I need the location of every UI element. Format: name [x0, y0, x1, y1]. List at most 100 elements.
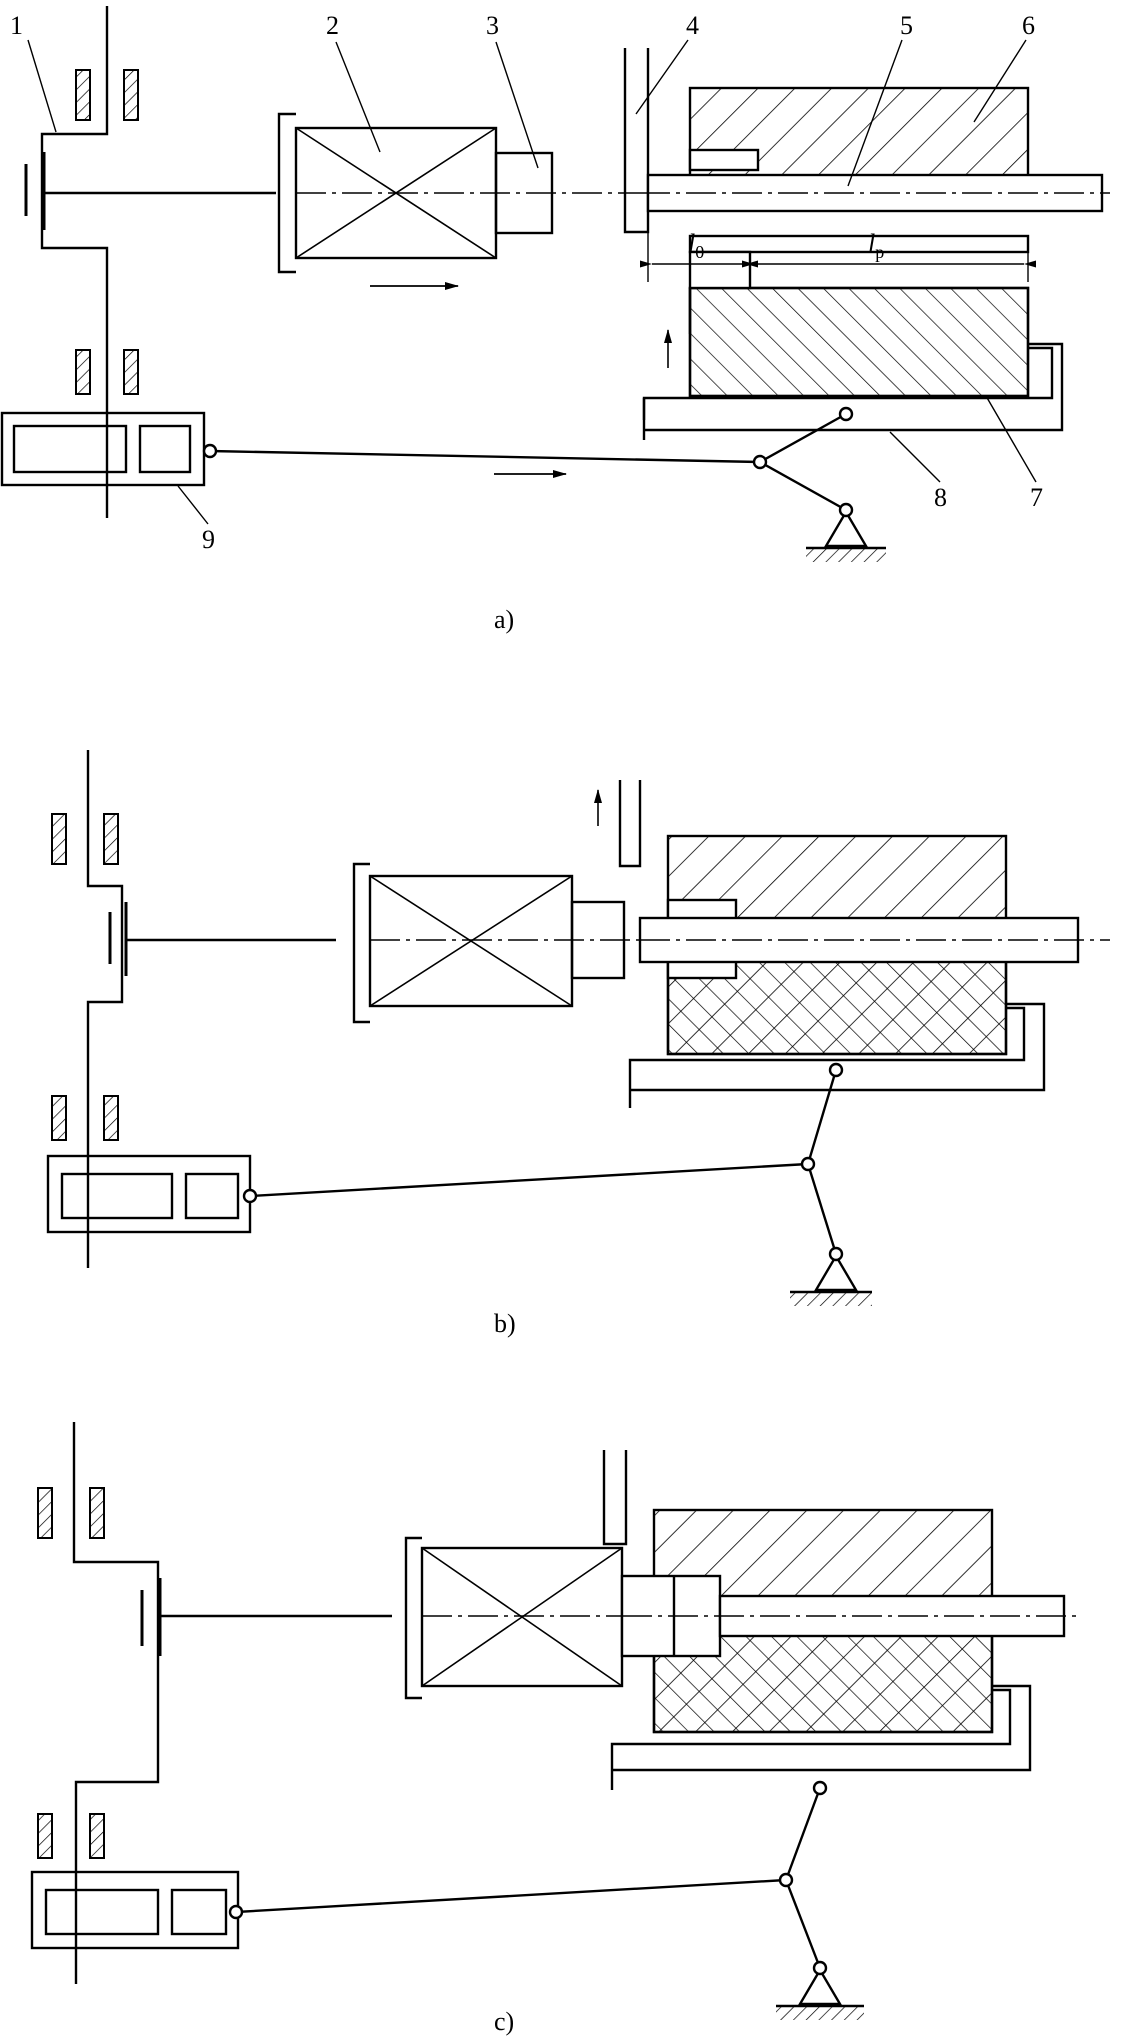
cam-shaft	[40, 6, 109, 518]
lower-bearing-right	[123, 349, 139, 395]
pin-lever	[778, 1872, 794, 1888]
dim-l0-symbol: l	[688, 229, 695, 258]
extrusion-chamber	[688, 234, 1030, 254]
caption-b: b)	[494, 1309, 516, 1338]
lever-lower	[806, 1163, 838, 1255]
upper-bearing-left	[51, 813, 67, 865]
upper-bearing-right	[89, 1487, 105, 1539]
ground-pivot	[813, 1253, 859, 1292]
part-label-4: 4	[686, 11, 699, 40]
billet-remnant-top	[688, 148, 760, 172]
container-lower	[688, 286, 1030, 398]
cam-left	[44, 1888, 160, 1936]
ground-pivot	[797, 1967, 843, 2006]
part-label-9: 9	[202, 525, 215, 554]
pin-cam	[228, 1904, 244, 1920]
part-label-1: 1	[10, 11, 23, 40]
pin-frame	[838, 406, 854, 422]
part-label-2: 2	[326, 11, 339, 40]
leader-8	[889, 431, 941, 483]
pin-frame	[812, 1780, 828, 1796]
container-lower-outline	[688, 286, 1030, 398]
pin-cam	[202, 443, 218, 459]
sliding-frame-upper	[628, 1006, 1026, 1108]
ground-hatch	[806, 548, 886, 562]
ground-hatch	[776, 2006, 864, 2020]
upper-bearing-left	[75, 69, 91, 121]
panel-b	[46, 750, 1110, 1306]
connecting-rod	[209, 449, 761, 464]
ground-hatch	[790, 1292, 872, 1306]
panel-c	[30, 1422, 1080, 2020]
pin-ground	[838, 502, 854, 518]
pin-lever	[800, 1156, 816, 1172]
lower-bearing-left	[37, 1813, 53, 1859]
lever-lower	[784, 1879, 822, 1969]
lower-bearing-right	[103, 1095, 119, 1141]
cam-housing	[46, 1154, 252, 1234]
leader-1	[27, 39, 57, 133]
sliding-frame-upper	[610, 1688, 1012, 1790]
upper-bearing-left	[37, 1487, 53, 1539]
caption-a: a)	[494, 605, 514, 634]
caption-c: c)	[494, 2007, 514, 2036]
upper-bearing-right	[103, 813, 119, 865]
cam-left	[12, 424, 128, 474]
leader-9	[177, 485, 209, 525]
lower-bearing-left	[75, 349, 91, 395]
ground-pivot	[823, 509, 869, 548]
part-label-5: 5	[900, 11, 913, 40]
leader-3	[495, 41, 539, 169]
leader-5	[847, 39, 903, 187]
labels: 1 2 3 4 5 6 7 8 9 l0 lp a) b) c)	[10, 11, 1043, 2036]
upper-bearing-right	[123, 69, 139, 121]
dim-label-lp: lp	[868, 229, 884, 262]
leader-7	[985, 395, 1037, 483]
cam-housing	[30, 1870, 240, 1950]
cam-left	[60, 1172, 174, 1220]
lever-upper	[784, 1787, 822, 1881]
part-label-3: 3	[486, 11, 499, 40]
dim-lp-symbol: l	[868, 229, 875, 258]
dim-lp-subscript: p	[875, 242, 884, 262]
connecting-rod	[235, 1878, 787, 1914]
cam-right	[170, 1888, 228, 1936]
actuator-cross-2	[369, 875, 573, 1007]
actuator-bracket	[277, 112, 296, 274]
stop-plate	[602, 1450, 628, 1546]
billet-lower	[688, 250, 752, 290]
actuator-bracket	[352, 862, 370, 1024]
lever-lower	[759, 460, 847, 512]
leader-4	[635, 39, 689, 115]
leader-6	[973, 39, 1027, 123]
sliding-frame	[630, 1002, 1046, 1092]
lever-upper	[759, 412, 847, 464]
part-label-8: 8	[934, 483, 947, 512]
pin-lever	[752, 454, 768, 470]
sliding-frame	[644, 342, 1064, 432]
pin-cam	[242, 1188, 258, 1204]
cam-right	[138, 424, 192, 474]
part-label-7: 7	[1030, 483, 1043, 512]
lower-bearing-right	[89, 1813, 105, 1859]
pin-ground	[828, 1246, 844, 1262]
connecting-rod	[249, 1162, 809, 1198]
dim-l0-subscript: 0	[695, 242, 704, 262]
actuator-cross-2	[421, 1547, 623, 1687]
dim-label-l0: l0	[688, 229, 704, 262]
panel-a	[0, 6, 1110, 562]
stop-plate	[618, 780, 642, 868]
pin-frame	[828, 1062, 844, 1078]
cam-shaft	[86, 750, 124, 1268]
sliding-frame	[612, 1684, 1032, 1772]
cam-right	[184, 1172, 240, 1220]
part-label-6: 6	[1022, 11, 1035, 40]
lower-bearing-left	[51, 1095, 67, 1141]
cam-shaft	[72, 1422, 160, 1984]
actuator-bracket	[404, 1536, 422, 1700]
lever-upper	[806, 1069, 838, 1165]
pin-ground	[812, 1960, 828, 1976]
stop-plate	[623, 48, 650, 234]
